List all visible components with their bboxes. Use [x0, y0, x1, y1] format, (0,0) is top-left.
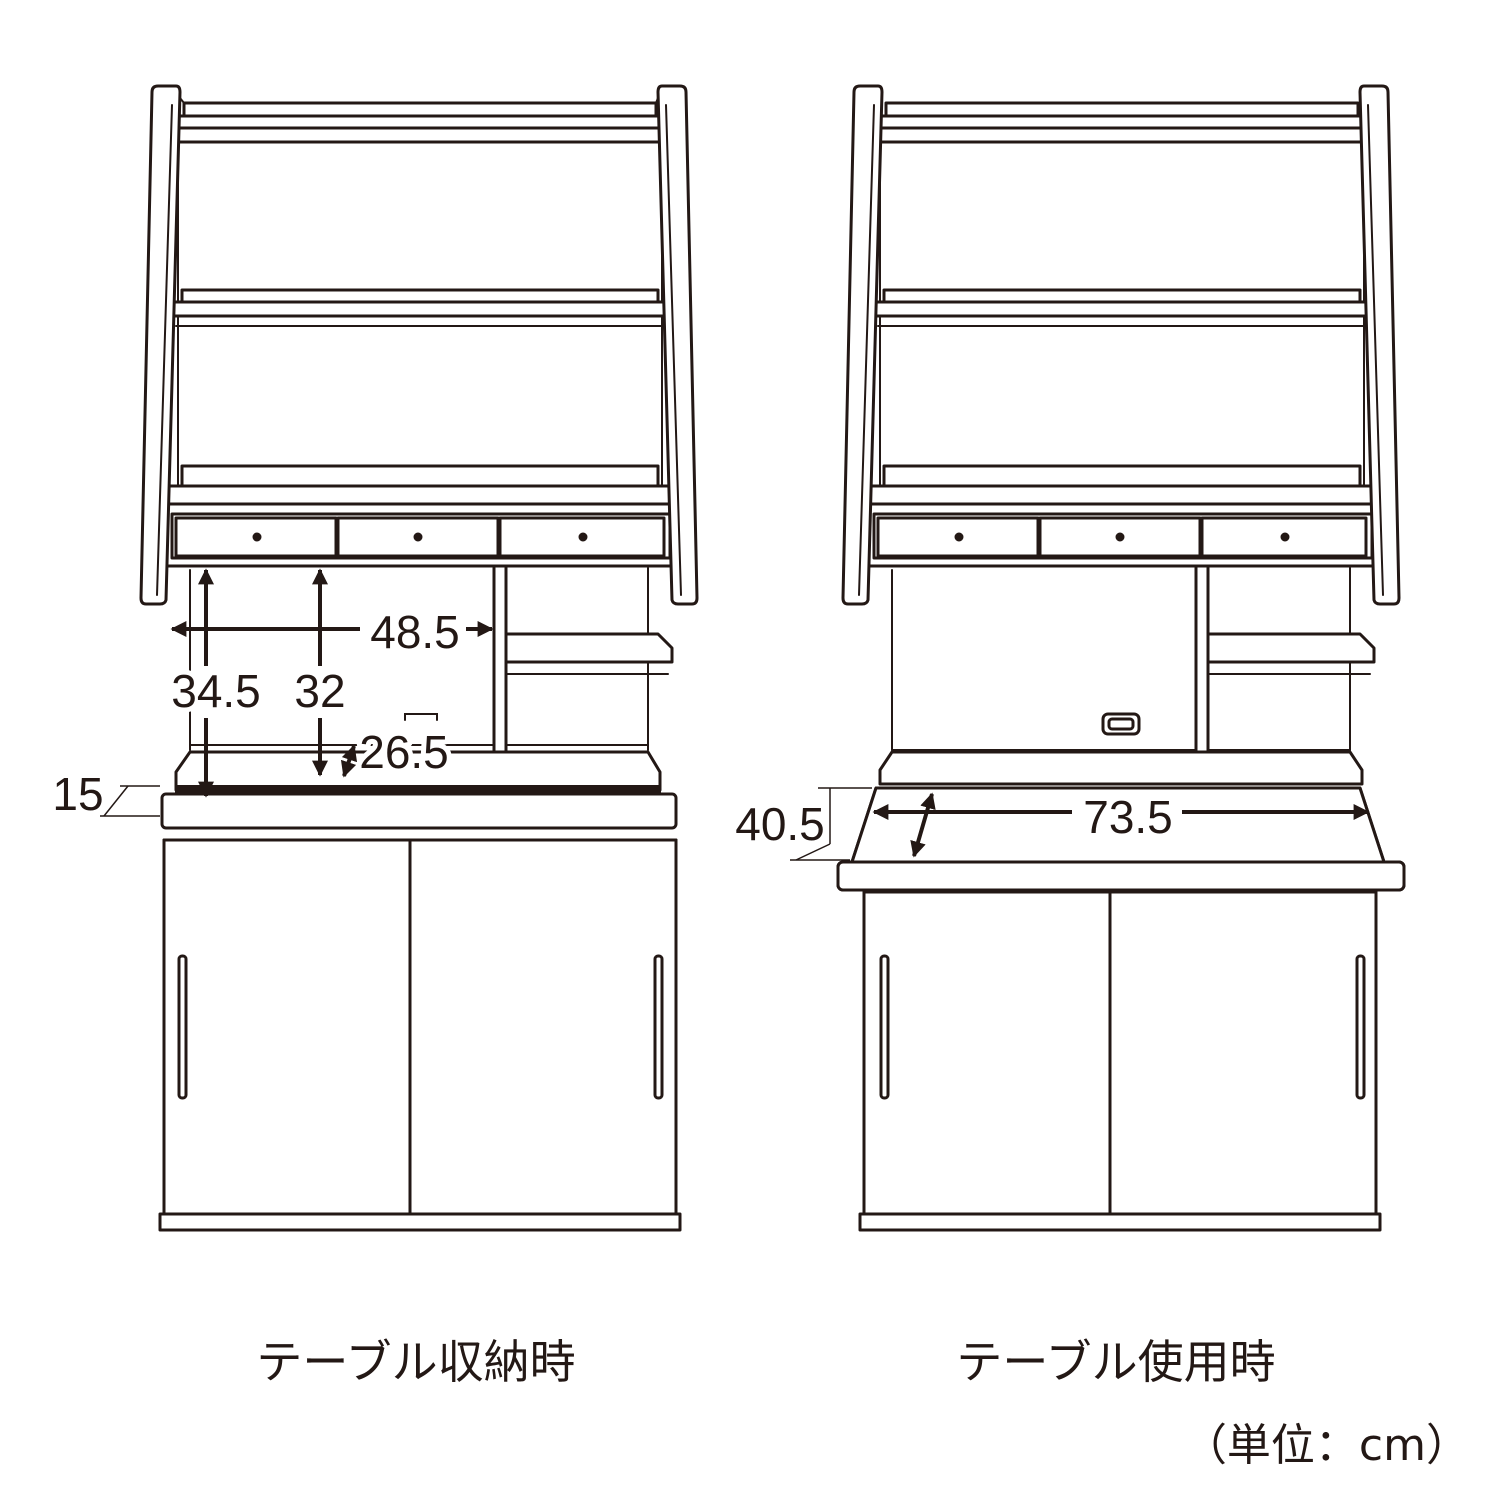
ladder-leg-right [656, 84, 699, 606]
middle-shelf [166, 464, 674, 506]
upper-shelf [870, 288, 1372, 327]
dim-line-40-5 [910, 792, 936, 858]
stored-table-edge [175, 785, 661, 793]
desk-shelf [878, 750, 1364, 786]
caption-table-in-use: テーブル使用時 [956, 1335, 1275, 1389]
drawer-knob [252, 532, 262, 542]
small-shelf [1206, 632, 1376, 664]
dim-label-26-5: 26.5 [359, 726, 449, 778]
sliding-door-right[interactable] [408, 838, 678, 1216]
dimensions-left: 48.5 34.5 32 26.5 15 [52, 568, 494, 820]
dim-label-34-5: 34.5 [171, 665, 261, 717]
drawer-row [164, 512, 674, 568]
desk-cavity [878, 566, 1376, 786]
caption-table-stored: テーブル収納時 [256, 1335, 575, 1389]
ladder-leg-left [841, 84, 884, 606]
sliding-door-right[interactable] [1108, 890, 1378, 1216]
small-shelf [504, 632, 674, 664]
dim-label-48-5: 48.5 [370, 606, 460, 658]
unit-note: （単位：cm） [1183, 1420, 1470, 1471]
bottom-rail [158, 1212, 682, 1232]
drawer-row [866, 512, 1376, 568]
ladder-leg-left [139, 84, 182, 606]
drawer-knob [578, 532, 588, 542]
dim-label-15: 15 [52, 768, 103, 820]
door-handle [177, 954, 188, 1100]
ladder-leg-right [1358, 84, 1401, 606]
drawer-knob [954, 532, 964, 542]
sliding-door-left[interactable] [162, 838, 412, 1216]
drawer-knob [1280, 532, 1290, 542]
lower-cabinet [158, 838, 682, 1232]
desk-cavity [174, 566, 674, 793]
dim-label-73-5: 73.5 [1083, 791, 1173, 843]
dim-label-32: 32 [294, 665, 345, 717]
top-rail [172, 101, 668, 144]
cabinet-table-in-use: 73.5 40.5 [735, 84, 1406, 1232]
dim-label-40-5: 40.5 [735, 798, 825, 850]
door-handle [879, 954, 890, 1100]
top-rail [874, 101, 1370, 144]
counter-top [160, 792, 678, 830]
drawer-knob [413, 532, 423, 542]
cabinet-table-stored: 48.5 34.5 32 26.5 15 [52, 84, 699, 1232]
door-handle [1355, 954, 1366, 1100]
upper-shelf [168, 288, 670, 327]
lower-cabinet [858, 890, 1382, 1232]
cable-notch [404, 713, 438, 721]
drawer-knob [1115, 532, 1125, 542]
dimensions-right: 73.5 40.5 [735, 786, 1370, 861]
door-handle [653, 954, 664, 1100]
middle-shelf [868, 464, 1376, 506]
bottom-rail [858, 1212, 1382, 1232]
sliding-door-left[interactable] [862, 890, 1112, 1216]
